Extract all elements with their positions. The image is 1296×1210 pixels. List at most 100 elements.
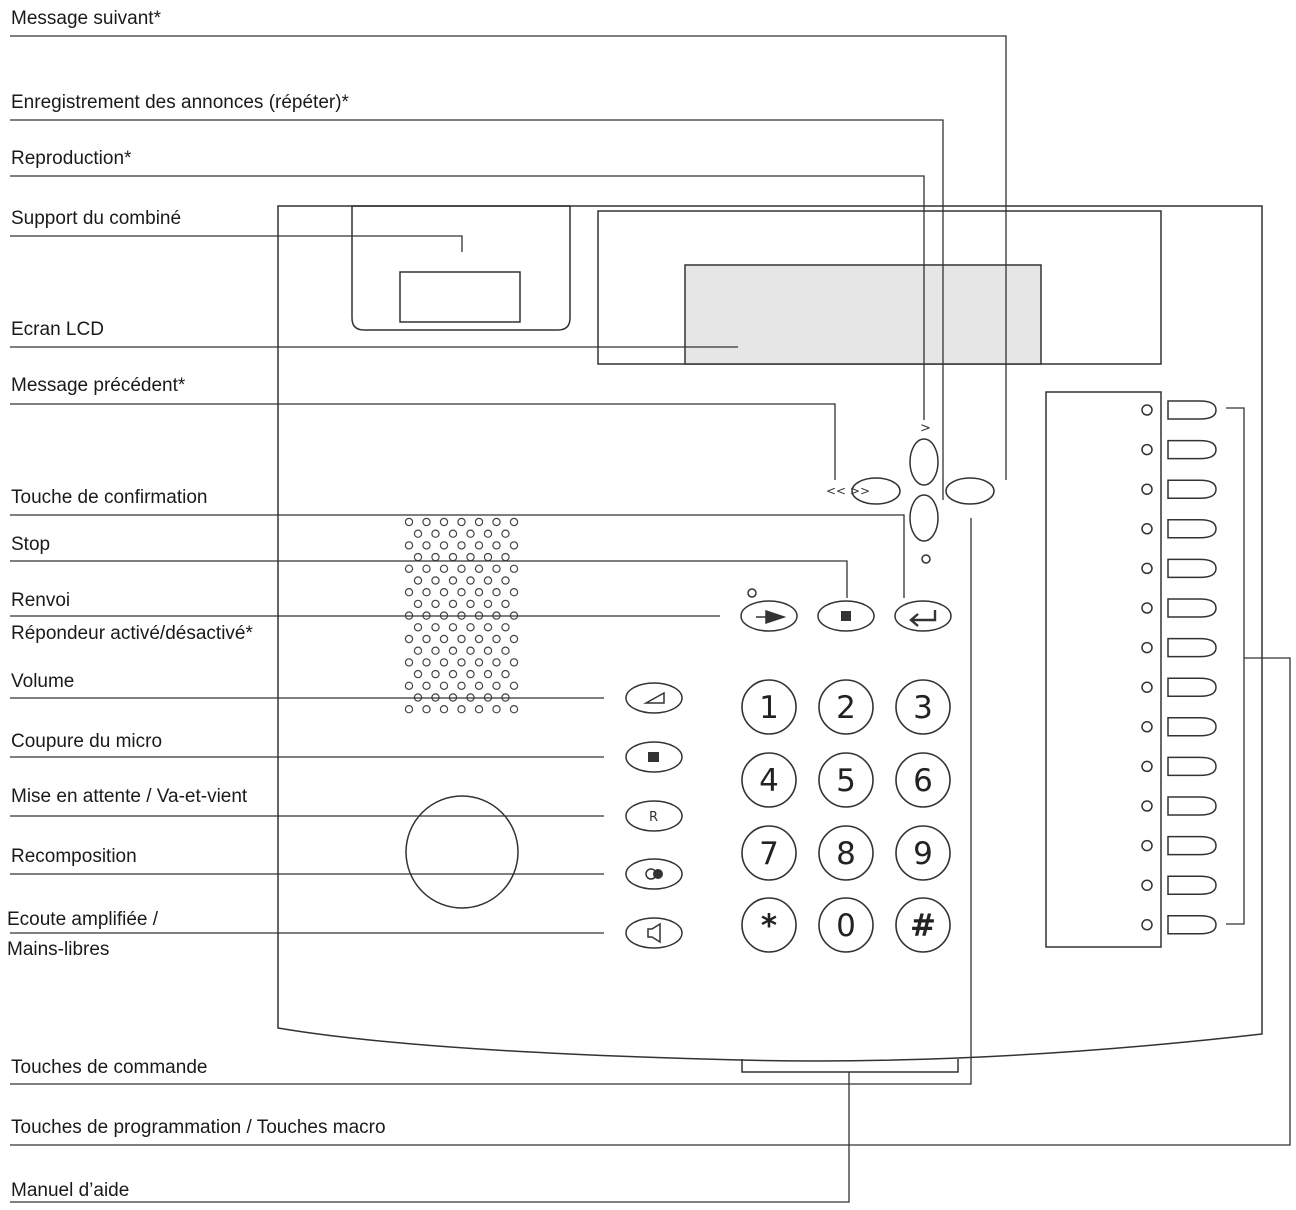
speaker-hole [492,705,501,714]
speaker-hole [474,541,484,550]
forward-led [747,588,757,598]
speaker-hole [509,564,519,574]
speaker-hole [431,576,440,585]
dial-key-hash[interactable]: # [895,897,951,953]
macro-key[interactable] [1167,519,1217,539]
lcd-screen [684,264,1042,365]
speaker-hole [492,588,501,597]
hold-key [625,800,683,832]
label-touches-commande: Touches de commande [11,1057,208,1078]
macro-key[interactable] [1167,875,1217,895]
dial-key-5[interactable]: 5 [818,752,874,808]
macro-key[interactable] [1167,677,1217,697]
speaker-hole [413,552,423,562]
macro-key-led [1141,562,1153,575]
leader-stop [10,560,848,598]
macro-key[interactable] [1167,558,1217,579]
speaker-hole [439,634,449,644]
dial-key-star[interactable]: * [741,897,797,953]
leader-manuel-aide [10,1072,850,1203]
control-keys [740,588,952,632]
dial-key-label: 3 [913,690,933,726]
label-manuel-aide: Manuel d’aide [11,1180,130,1201]
macro-key[interactable] [1167,796,1217,816]
speaker-hole [422,634,431,644]
dial-key-4[interactable]: 4 [741,752,797,808]
speaker-hole [466,529,475,538]
speaker-hole [431,529,440,538]
dial-key-0[interactable]: 0 [818,897,874,953]
mute-key [625,741,683,773]
macro-key[interactable] [1167,717,1217,737]
mute-icon [648,752,659,762]
speaker-hole [492,634,501,644]
macro-key[interactable] [1167,835,1217,856]
dial-key-7[interactable]: 7 [741,825,797,881]
macro-key-led [1141,760,1153,773]
speaker-hole [439,705,449,714]
macro-key[interactable] [1167,400,1217,420]
speaker-hole [501,646,510,655]
volume-icon [643,691,665,704]
macro-key[interactable] [1167,598,1217,618]
label-renvoi: Renvoi [11,590,71,611]
macro-key[interactable] [1167,637,1217,658]
dial-key-label: 5 [836,763,856,799]
label-message-precedent: Message précédent* [11,375,186,396]
label-ecoute-amplifiee: Ecoute amplifiée / [7,909,159,930]
leader-touches-programmation [10,657,1291,1146]
speaker-hole [509,517,519,527]
dial-key-2[interactable]: 2 [818,679,874,735]
dial-key-3[interactable]: 3 [895,679,951,735]
dial-key-6[interactable]: 6 [895,752,951,808]
speaker-hole [483,623,493,632]
macro-key[interactable] [1167,756,1217,777]
speaker-hole [404,658,414,667]
speaker-hole [466,623,475,632]
macro-key[interactable] [1167,915,1217,935]
speaker-hole [466,576,475,585]
stop-key [817,600,875,632]
speaker-hole [439,517,449,527]
macro-key-led [1141,641,1153,654]
speaker-hole [474,517,484,527]
speaker-hole [509,705,519,714]
dial-key-label: 0 [836,908,856,944]
speaker-hole [474,681,484,691]
speaker-hole [431,599,440,609]
nav-left-mark: << >> [826,484,870,498]
speaker-hole [439,541,449,550]
nav-down-key [909,494,939,542]
macro-key[interactable] [1167,479,1217,499]
dial-key-label: 8 [836,836,856,872]
speaker-hole [501,576,510,585]
speaker-hole [492,658,501,667]
speaker-hole [474,705,484,714]
macro-key-led [1141,404,1153,416]
speaker-hole [474,634,484,644]
label-stop: Stop [11,534,51,555]
speaker-hole [431,669,440,679]
speaker-hole [404,705,414,714]
speaker-hole [457,634,466,644]
speaker-hole [448,623,458,632]
speaker-hole [448,552,458,562]
dial-key-8[interactable]: 8 [818,825,874,881]
leader-enregistrement [10,119,944,500]
speaker-hole [483,552,493,562]
stop-icon [841,611,851,621]
macro-key[interactable] [1167,439,1217,460]
redial-icon-dot [653,869,663,879]
dial-key-1[interactable]: 1 [741,679,797,735]
speaker-hole [483,576,493,585]
speaker-hole [457,588,466,597]
speaker-hole [483,646,493,655]
dial-key-9[interactable]: 9 [895,825,951,881]
dial-key-label: 7 [759,836,779,872]
speaker-key [625,917,683,949]
leader-reproduction [10,175,925,420]
dial-key-label: 4 [759,763,779,799]
enter-key [894,600,952,632]
macro-key-panel [1045,391,1162,948]
speaker-hole [439,681,449,691]
